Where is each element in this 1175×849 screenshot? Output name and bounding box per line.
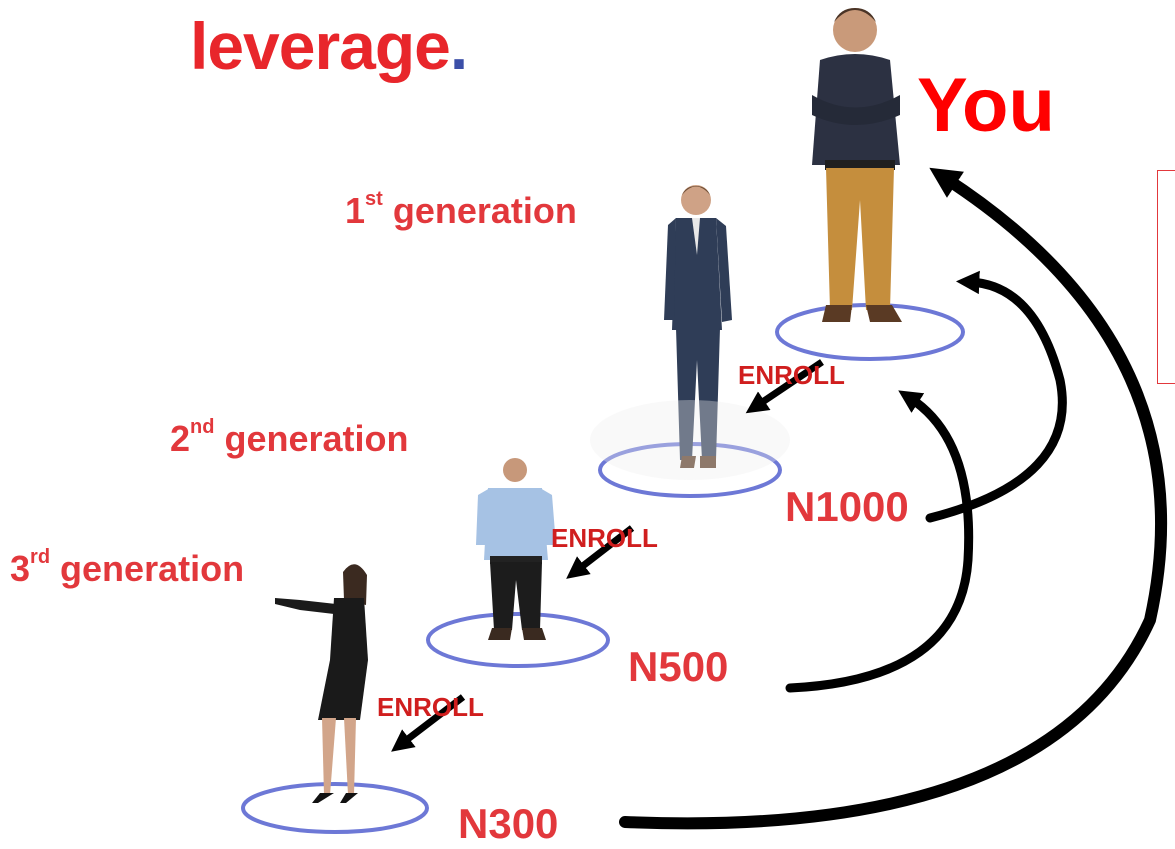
- enroll-arrow-3: [391, 694, 466, 752]
- enroll-arrow-1: [745, 359, 824, 414]
- ring-gen2: [426, 612, 610, 668]
- commission-arrow-n1000: [925, 270, 1067, 523]
- enroll-label-2: ENROLL: [551, 523, 658, 553]
- slide-title: leverage.: [190, 8, 468, 84]
- generation-1-label: 1st generation: [345, 188, 577, 231]
- generation-2-label: 2nd generation: [170, 416, 409, 459]
- ring-gen3: [241, 782, 429, 834]
- person-gen3-figure: [275, 564, 368, 803]
- commission-arrow-n300: [619, 167, 1167, 830]
- enroll-arrow-2: [566, 525, 635, 579]
- enroll-label-3: ENROLL: [377, 692, 484, 722]
- person-gen2-figure: [476, 458, 556, 640]
- enroll-label-1: ENROLL: [738, 360, 845, 390]
- title-dot: .: [449, 9, 468, 83]
- commission-arrow-n500: [785, 390, 974, 693]
- red-outline-box: [1157, 170, 1175, 384]
- generation-3-label: 3rd generation: [10, 546, 245, 589]
- person-you-figure: [812, 8, 902, 322]
- amount-n300: N300: [458, 800, 559, 847]
- you-label: You: [917, 63, 1055, 148]
- amount-n500: N500: [628, 643, 729, 690]
- title-word: leverage: [190, 9, 451, 83]
- person-gen1-figure: [590, 185, 790, 480]
- amount-n1000: N1000: [785, 483, 909, 530]
